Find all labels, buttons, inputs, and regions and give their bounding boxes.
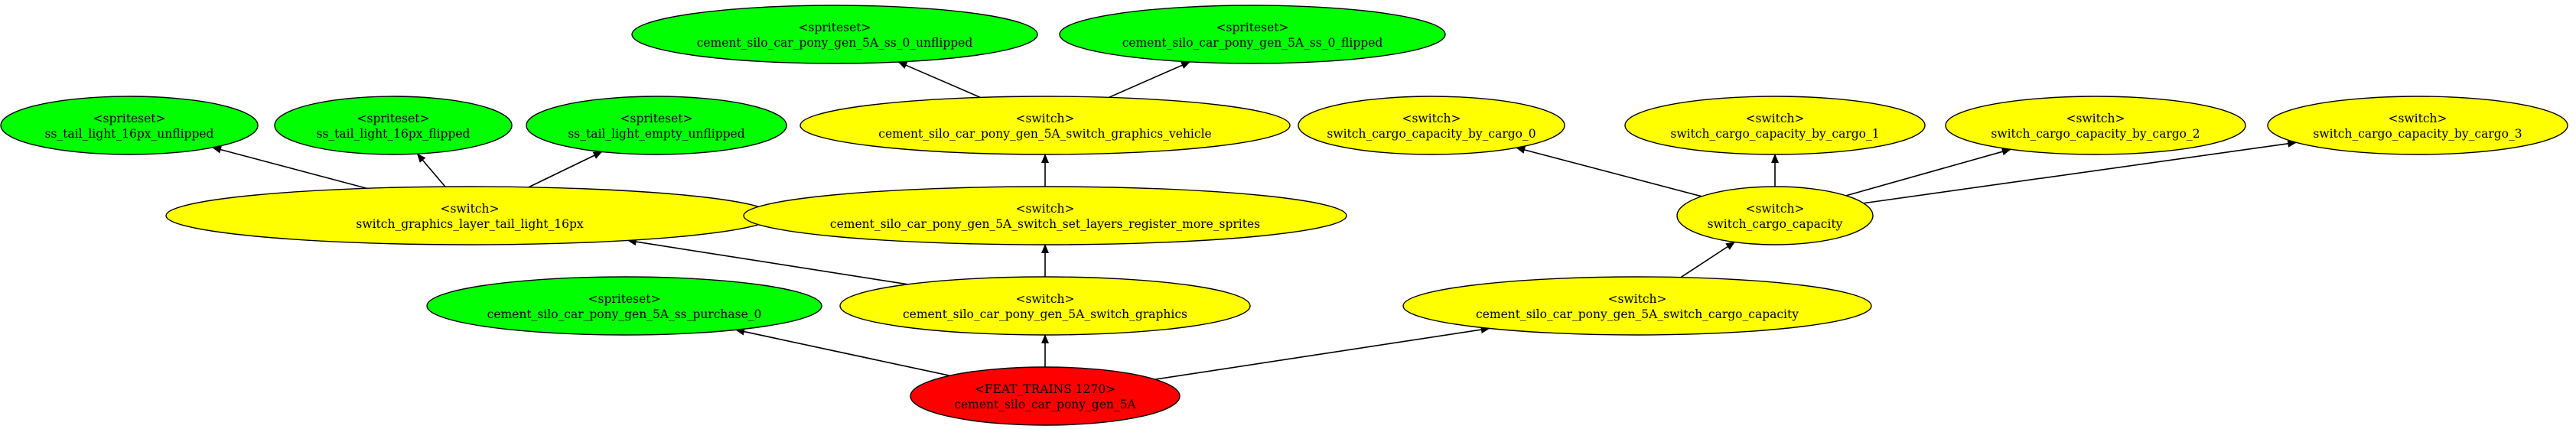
- switch-ellipse: [800, 96, 1291, 155]
- edge-sw_tail-to-ss_tail_unflipped: [212, 145, 367, 190]
- switch-ellipse: [1624, 96, 1926, 155]
- node-sw_layers[interactable]: <switch>cement_silo_car_pony_gen_5A_swit…: [743, 186, 1347, 245]
- switch-ellipse: [1945, 96, 2246, 155]
- edge-sw_tail-to-ss_tail_empty: [528, 151, 603, 188]
- spriteset-ellipse: [631, 5, 1038, 64]
- node-name-label: switch_cargo_capacity_by_cargo_1: [1670, 127, 1879, 141]
- node-name-label: ss_tail_light_16px_unflipped: [45, 127, 214, 141]
- node-cap3[interactable]: <switch> switch_cargo_capacity_by_cargo_3: [2267, 96, 2568, 155]
- node-name-label: switch_cargo_capacity_by_cargo_0: [1327, 127, 1536, 141]
- spriteset-ellipse: [526, 96, 787, 155]
- switch-ellipse: [1676, 186, 1874, 245]
- node-cap2[interactable]: <switch> switch_cargo_capacity_by_cargo_2: [1945, 96, 2246, 155]
- switch-ellipse: [743, 186, 1347, 245]
- node-type-label: <spriteset>: [620, 112, 693, 125]
- spriteset-ellipse: [426, 276, 822, 336]
- edge-sw_vehicle-to-ss_unflipped: [897, 61, 981, 99]
- node-sw_graphics[interactable]: <switch>cement_silo_car_pony_gen_5A_swit…: [839, 276, 1251, 336]
- node-sw_cargo_cap[interactable]: <switch>cement_silo_car_pony_gen_5A_swit…: [1402, 276, 1872, 336]
- edge-sw_capacity-to-cap3: [1863, 139, 2298, 204]
- node-type-label: <switch>: [1402, 112, 1461, 125]
- node-type-label: <switch>: [2066, 112, 2125, 125]
- node-type-label: <FEAT_TRAINS 1270>: [975, 382, 1115, 396]
- spriteset-ellipse: [0, 96, 259, 155]
- node-ss_flipped[interactable]: <spriteset> cement_silo_car_pony_gen_5A_s…: [1059, 5, 1446, 64]
- node-sw_capacity[interactable]: <switch>switch_cargo_capacity: [1676, 186, 1874, 245]
- node-type-label: <spriteset>: [799, 21, 871, 34]
- node-name-label: cement_silo_car_pony_gen_5A: [954, 398, 1136, 411]
- node-type-label: <spriteset>: [1216, 21, 1289, 34]
- node-type-label: <spriteset>: [357, 112, 430, 125]
- node-type-label: <switch>: [1745, 112, 1804, 125]
- node-ss_tail_flipped[interactable]: <spriteset> ss_tail_light_16px_flipped: [274, 96, 513, 155]
- edge-sw_tail-to-ss_tail_flipped: [416, 153, 446, 187]
- node-name-label: ss_tail_light_16px_flipped: [317, 127, 471, 141]
- node-type-label: <switch>: [1015, 292, 1074, 306]
- node-name-label: switch_cargo_capacity_by_cargo_3: [2313, 127, 2522, 141]
- node-sw_tail[interactable]: <switch>switch_graphics_layer_tail_light…: [165, 186, 774, 245]
- switch-ellipse: [1298, 96, 1565, 155]
- node-name-label: cement_silo_car_pony_gen_5A_ss_0_flipped: [1122, 36, 1383, 50]
- switch-ellipse: [165, 186, 774, 245]
- spriteset-ellipse: [1059, 5, 1446, 64]
- node-name-label: switch_cargo_capacity: [1708, 217, 1843, 231]
- edges: [212, 61, 2298, 380]
- node-sw_vehicle[interactable]: <switch> cement_silo_car_pony_gen_5A_swit…: [800, 96, 1291, 155]
- node-name-label: cement_silo_car_pony_gen_5A_switch_cargo…: [1476, 307, 1799, 321]
- node-ss_tail_empty[interactable]: <spriteset> ss_tail_light_empty_unflipped: [526, 96, 787, 155]
- node-name-label: cement_silo_car_pony_gen_5A_ss_0_unflipp…: [697, 36, 973, 50]
- edge-sw_capacity-to-cap2: [1845, 148, 2011, 197]
- edge-sw_vehicle-to-ss_flipped: [1109, 61, 1191, 99]
- switch-ellipse: [2267, 96, 2568, 155]
- node-type-label: <switch>: [440, 202, 499, 216]
- node-name-label: switch_cargo_capacity_by_cargo_2: [1991, 127, 2200, 141]
- edge-sw_graphics-to-sw_tail: [627, 238, 908, 285]
- node-type-label: <switch>: [1015, 112, 1074, 125]
- node-type-label: <switch>: [2388, 112, 2447, 125]
- node-ss_purchase[interactable]: <spriteset>cement_silo_car_pony_gen_5A_s…: [426, 276, 822, 336]
- edge-root-to-sw_cargo_cap: [1154, 326, 1490, 380]
- node-ss_tail_unflipped[interactable]: <spriteset> ss_tail_light_16px_unflipped: [0, 96, 259, 155]
- node-type-label: <switch>: [1607, 292, 1666, 306]
- edge-root-to-ss_purchase: [735, 327, 950, 376]
- edge-sw_cargo_cap-to-sw_capacity: [1680, 241, 1736, 278]
- node-type-label: <switch>: [1015, 202, 1074, 216]
- node-name-label: cement_silo_car_pony_gen_5A_ss_purchase_…: [487, 307, 762, 321]
- edge-sw_capacity-to-cap0: [1516, 146, 1702, 197]
- node-root[interactable]: <FEAT_TRAINS 1270> cement_silo_car_pony_g…: [910, 366, 1181, 426]
- node-type-label: <spriteset>: [93, 112, 166, 125]
- node-ss_unflipped[interactable]: <spriteset> cement_silo_car_pony_gen_5A_s…: [631, 5, 1038, 64]
- spriteset-ellipse: [274, 96, 513, 155]
- root-ellipse: [910, 366, 1181, 426]
- node-name-label: ss_tail_light_empty_unflipped: [568, 127, 744, 141]
- node-name-label: cement_silo_car_pony_gen_5A_switch_graph…: [878, 127, 1211, 141]
- node-cap1[interactable]: <switch> switch_cargo_capacity_by_cargo_1: [1624, 96, 1926, 155]
- switch-ellipse: [1402, 276, 1872, 336]
- nodes: <FEAT_TRAINS 1270> cement_silo_car_pony_g…: [0, 5, 2568, 426]
- node-type-label: <switch>: [1745, 202, 1804, 216]
- switch-ellipse: [839, 276, 1251, 336]
- node-type-label: <spriteset>: [588, 292, 661, 306]
- node-cap0[interactable]: <switch> switch_cargo_capacity_by_cargo_0: [1298, 96, 1565, 155]
- node-name-label: cement_silo_car_pony_gen_5A_switch_set_l…: [830, 217, 1260, 231]
- node-name-label: cement_silo_car_pony_gen_5A_switch_graph…: [903, 307, 1187, 321]
- node-name-label: switch_graphics_layer_tail_light_16px: [356, 217, 584, 231]
